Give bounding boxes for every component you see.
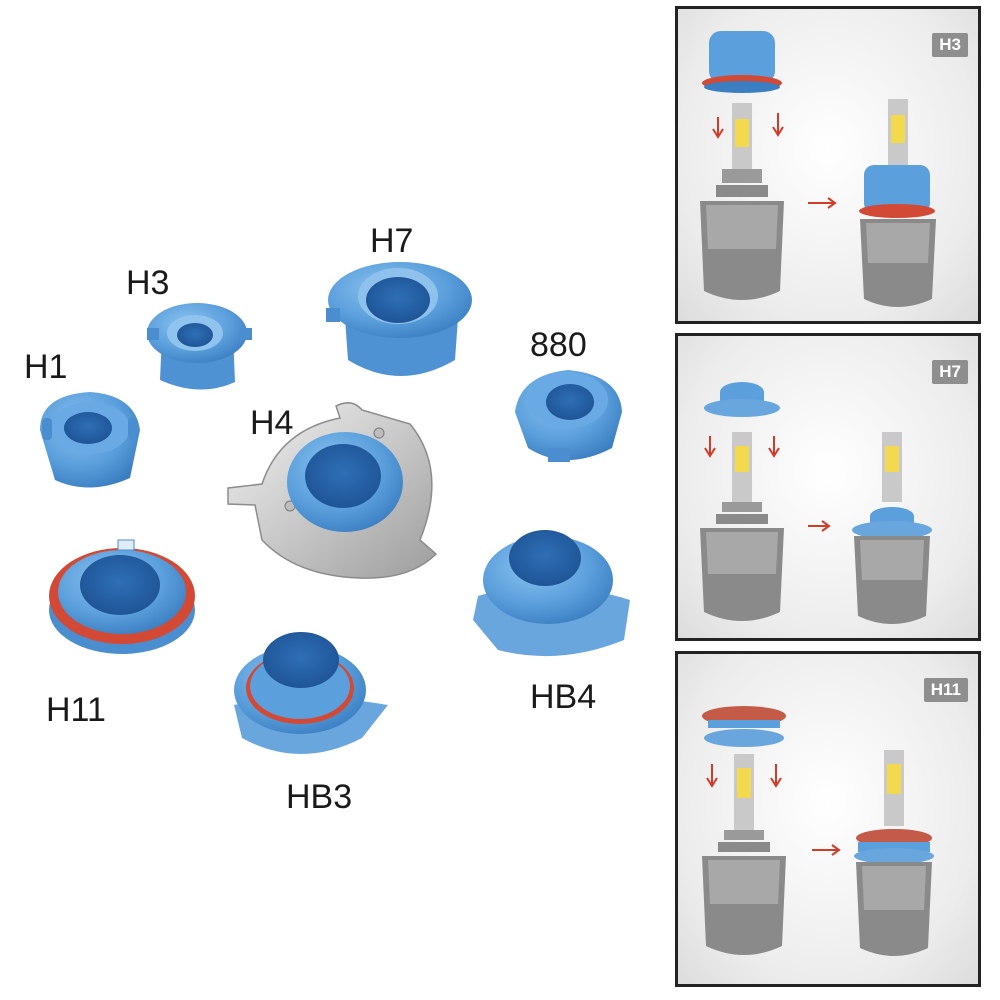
label-880: 880 — [530, 326, 587, 364]
led-bulb-icon — [854, 750, 934, 956]
hb3-adapter — [234, 632, 388, 754]
h11-adapter-detached — [702, 706, 786, 747]
h7-adapter-detached — [704, 382, 780, 417]
label-h4: H4 — [250, 404, 294, 442]
adapter-collection — [40, 262, 630, 754]
led-bulb-icon — [702, 754, 786, 955]
install-panel-h3: H3 — [675, 6, 981, 324]
h1-adapter — [40, 392, 140, 488]
h7-install-illustration — [700, 382, 932, 624]
led-bulb-icon — [700, 432, 784, 621]
label-h11: H11 — [46, 691, 106, 729]
panel-badge-h7: H7 — [932, 360, 968, 384]
h3-adapter — [147, 303, 252, 390]
right-arrow-icon — [808, 197, 837, 209]
install-panel-h7: H7 — [675, 333, 981, 641]
hb4-adapter — [473, 530, 630, 657]
down-arrow-icon — [706, 764, 718, 788]
right-arrow-icon — [808, 520, 831, 532]
down-arrow-icon — [772, 113, 784, 137]
panel-badge-h11: H11 — [923, 678, 968, 702]
right-arrow-icon — [812, 844, 841, 856]
h3-install-illustration — [700, 31, 936, 307]
h4-adapter — [227, 402, 438, 579]
panel-badge-h3: H3 — [932, 33, 968, 57]
h7-adapter — [326, 262, 472, 376]
led-bulb-icon — [859, 99, 936, 307]
880-adapter — [515, 370, 622, 462]
led-bulb-icon — [852, 432, 932, 624]
led-bulb-icon — [700, 103, 784, 300]
down-arrow-icon — [704, 436, 716, 458]
h11-adapter — [49, 539, 195, 654]
down-arrow-icon — [770, 764, 782, 788]
down-arrow-icon — [768, 436, 780, 458]
label-hb3: HB3 — [286, 778, 353, 816]
down-arrow-icon — [712, 117, 724, 139]
label-h3: H3 — [126, 264, 170, 302]
h3-adapter-detached — [702, 31, 782, 93]
label-h7: H7 — [370, 222, 414, 260]
h11-install-illustration — [702, 706, 934, 956]
label-h1: H1 — [24, 348, 68, 386]
install-panel-h11: H11 — [675, 651, 981, 987]
label-hb4: HB4 — [530, 678, 597, 716]
